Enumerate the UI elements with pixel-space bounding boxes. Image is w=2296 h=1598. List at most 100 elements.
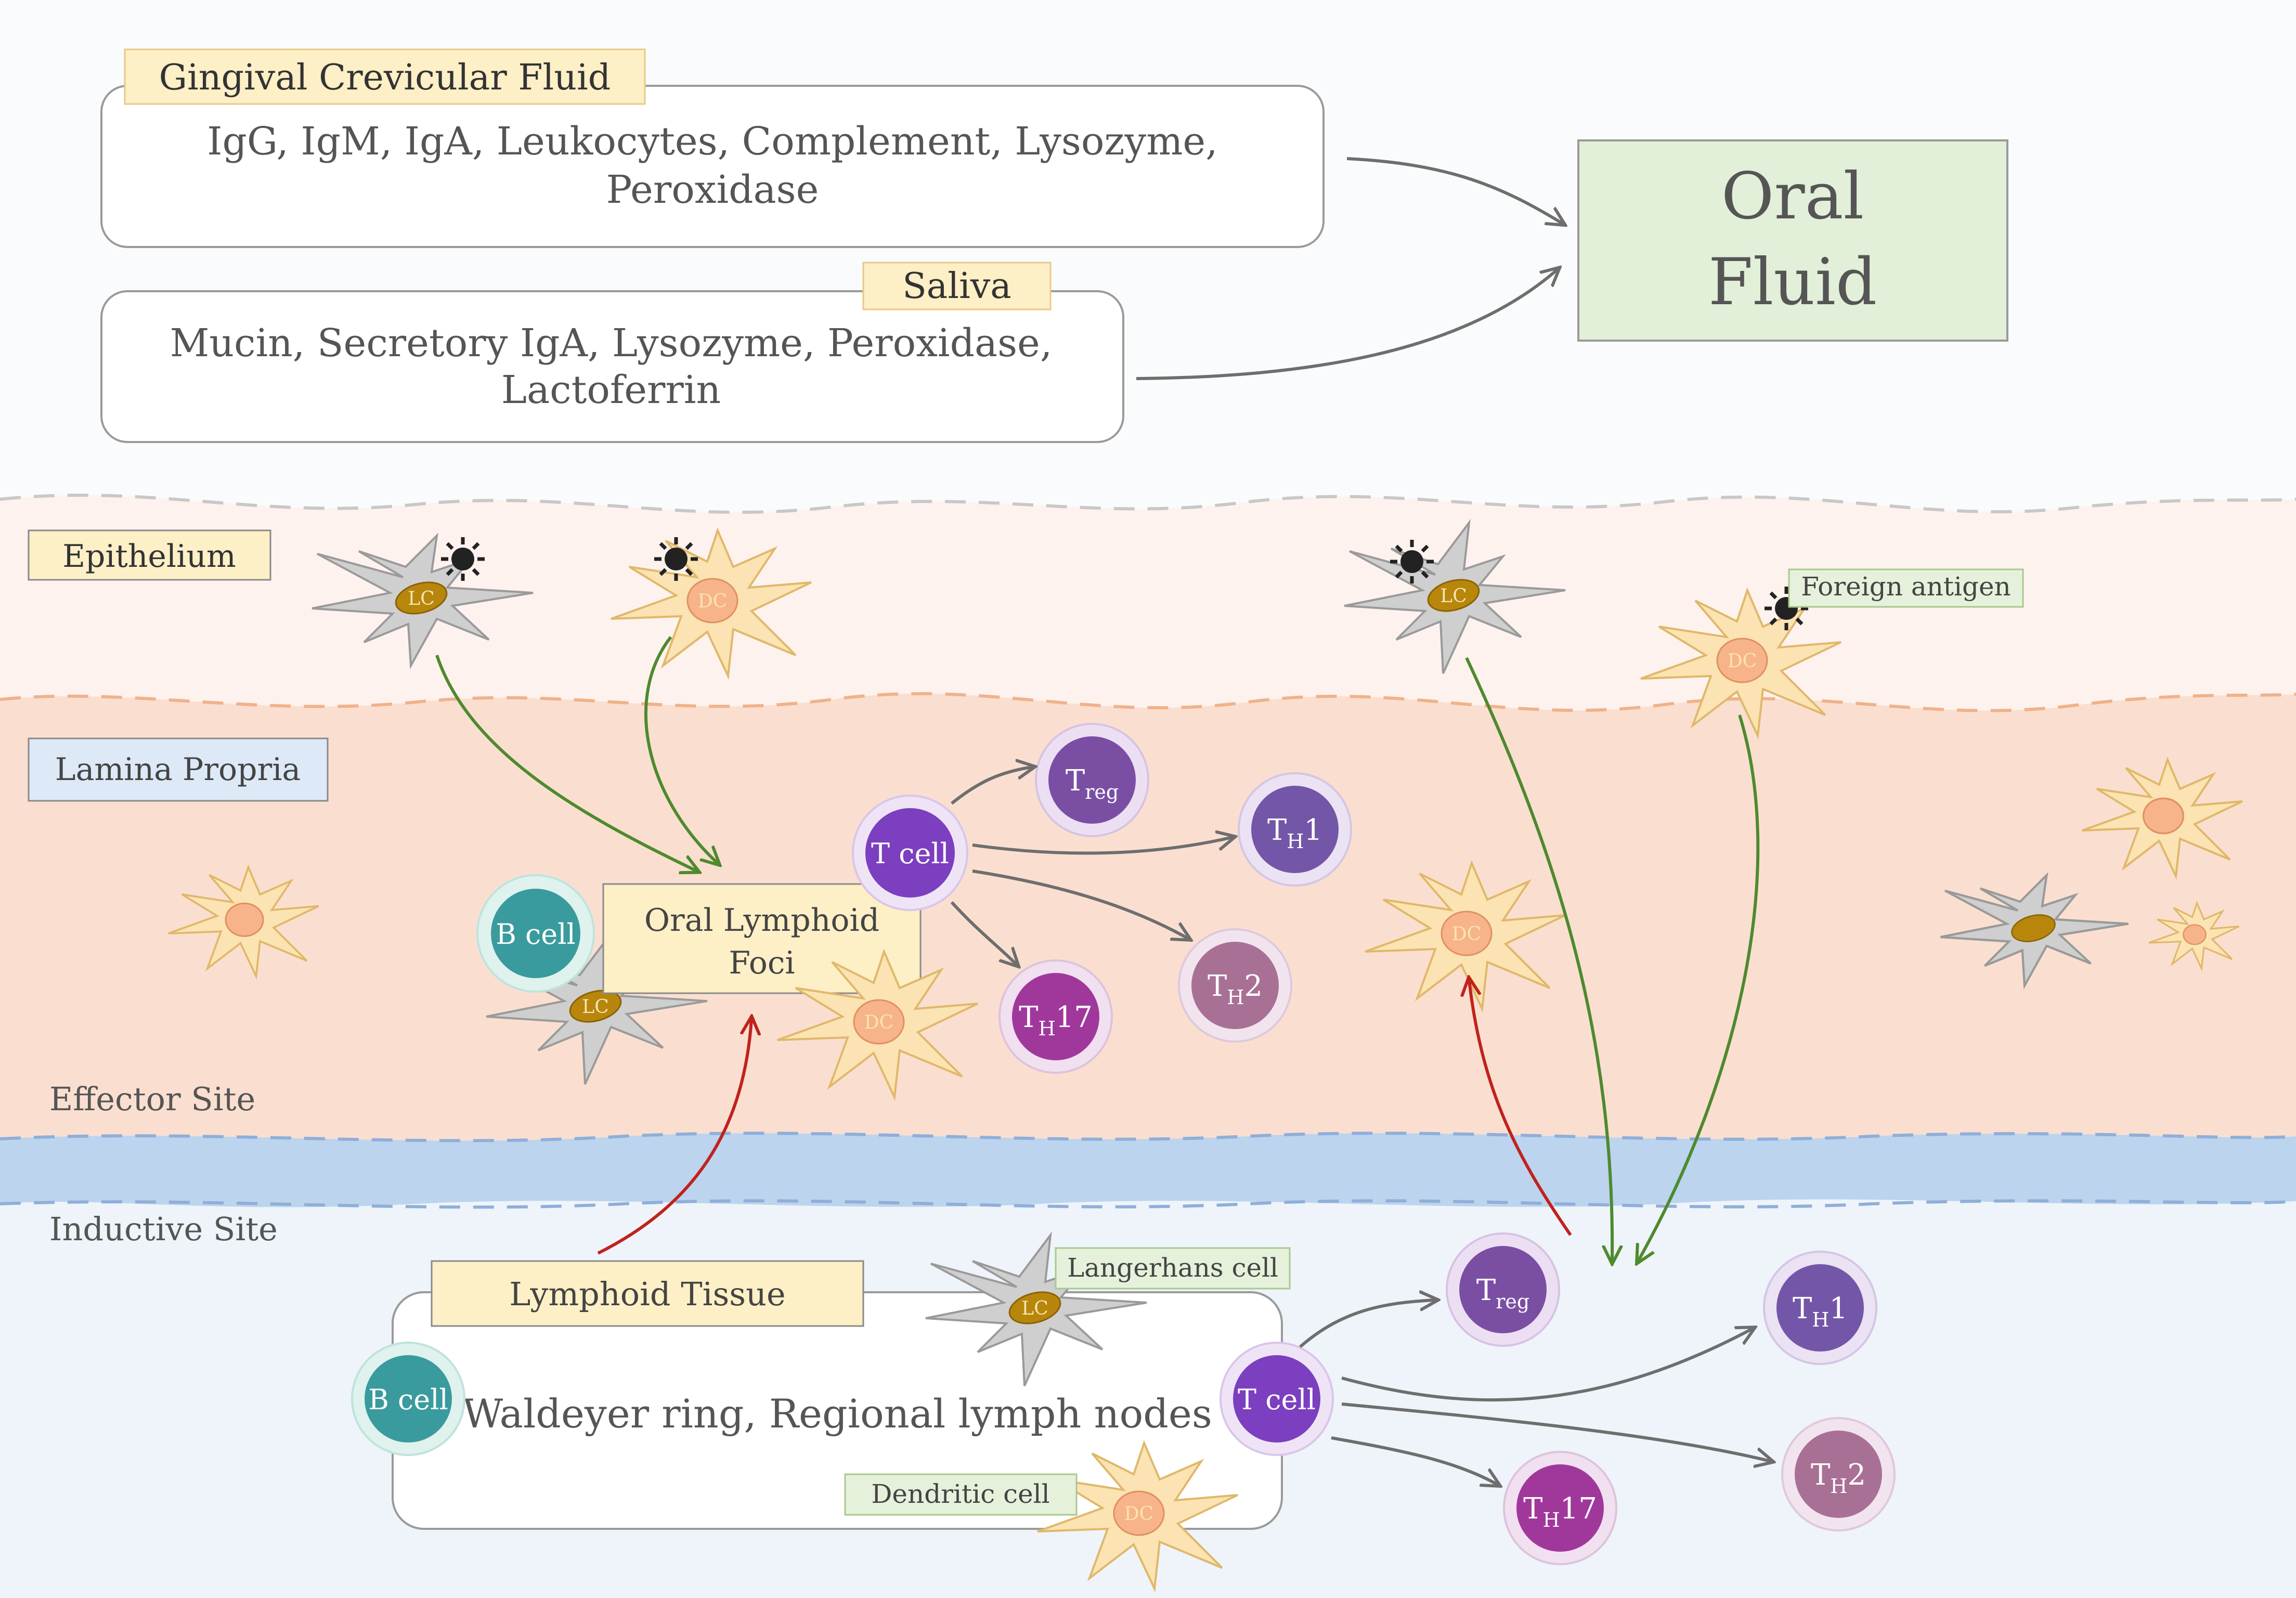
lc-cell-bg xyxy=(1940,872,2129,990)
inductive-site: Lymphoid Tissue Waldeyer ring, Regional … xyxy=(351,1231,1896,1593)
tcell-to-th17-arrow xyxy=(950,901,1017,965)
th17-cell-inductive: TH17 xyxy=(1503,1451,1617,1565)
t-cell-label: T cell xyxy=(1238,1383,1316,1416)
itcell-to-treg-arrow xyxy=(1299,1300,1435,1348)
th17-main: T xyxy=(1019,1001,1038,1034)
t-cell-label: T cell xyxy=(871,837,949,870)
langerhans-cell-label: Langerhans cell xyxy=(1067,1253,1278,1283)
langerhans-cell-label-box xyxy=(1055,1247,1291,1290)
dc-label: DC xyxy=(864,1012,893,1033)
treg-cell-effector: Treg xyxy=(1035,723,1149,837)
gcf-to-oral-arrow xyxy=(1346,157,1563,224)
lc-label: LC xyxy=(1021,1298,1048,1319)
th2-sub: H xyxy=(1830,1475,1847,1498)
migration-arrows xyxy=(435,636,1760,1261)
tcell-to-treg-arrow xyxy=(951,767,1032,805)
inductive-site-label: Inductive Site xyxy=(49,1210,278,1248)
saliva-label: Saliva xyxy=(902,266,1011,307)
treg-sub: reg xyxy=(1085,781,1119,803)
th17-cell-effector: TH17 xyxy=(998,959,1113,1074)
foreign-antigen-label-box xyxy=(1788,568,2024,608)
t-cell-inductive: T cell xyxy=(1220,1342,1334,1456)
dc-cell-foci: DC xyxy=(777,949,978,1101)
oral-fluid-line1: Oral xyxy=(1721,159,1864,234)
oral-fluid-line2: Fluid xyxy=(1708,245,1877,320)
dc-cell-epi-1: DC xyxy=(611,527,812,680)
oral-fluid-box xyxy=(1577,139,2008,342)
gcf-box xyxy=(100,85,1325,248)
t-cell-effector: T cell xyxy=(852,795,968,911)
lc-cell-epi-2: LC xyxy=(1344,518,1566,674)
lc-label: LC xyxy=(1440,586,1467,607)
dc-cell-epi-2: DC xyxy=(1640,587,1841,740)
dc-label: DC xyxy=(1452,924,1481,945)
saliva-text-line1: Mucin, Secretory IgA, Lysozyme, Peroxida… xyxy=(170,321,1053,366)
saliva-label-box xyxy=(862,262,1052,310)
treg-main: T xyxy=(1476,1274,1496,1307)
b-cell-label: B cell xyxy=(496,918,576,951)
th1-main: T xyxy=(1267,813,1287,847)
th2-sub: H xyxy=(1227,986,1244,1009)
th17-tail: 17 xyxy=(1056,1001,1093,1034)
lc-label: LC xyxy=(408,588,434,609)
saliva-text-line2: Lactoferrin xyxy=(501,368,721,412)
effector-site: DC LC Oral Lymphoid Foci DC B cell T cel… xyxy=(168,723,2243,1101)
th2-tail: 2 xyxy=(1847,1458,1866,1492)
lymphoid-tissue-label-box xyxy=(431,1260,864,1327)
lymphoid-tissue-text: Waldeyer ring, Regional lymph nodes xyxy=(462,1391,1212,1437)
th1-cell-inductive: TH1 xyxy=(1763,1251,1877,1365)
foreign-antigen-label: Foreign antigen xyxy=(1801,571,2011,602)
tcell-to-th2-arrow xyxy=(972,869,1188,939)
gcf-text-line1: IgG, IgM, IgA, Leukocytes, Complement, L… xyxy=(207,119,1217,164)
antigen-icon xyxy=(441,537,485,581)
svg-text:TH1: TH1 xyxy=(1793,1292,1848,1331)
th17-tail: 17 xyxy=(1560,1492,1597,1526)
th2-cell-effector: TH2 xyxy=(1178,928,1292,1043)
dc-to-inductive-arrow xyxy=(1638,714,1760,1261)
svg-text:TH2: TH2 xyxy=(1811,1458,1866,1498)
dc-cell-bg xyxy=(168,864,319,980)
dendritic-cell-label: Dendritic cell xyxy=(871,1479,1049,1509)
dc-cell-bg xyxy=(2082,757,2243,880)
treg-main: T xyxy=(1066,764,1085,798)
dc-to-foci-arrow xyxy=(644,636,718,863)
gcf-text-line2: Peroxidase xyxy=(606,167,819,212)
th2-main: T xyxy=(1208,969,1227,1003)
lc-to-inductive-arrow xyxy=(1465,657,1612,1261)
lc-label: LC xyxy=(582,996,608,1018)
layer-labels: Epithelium Lamina Propria Effector Site … xyxy=(28,529,329,1248)
th17-main: T xyxy=(1523,1492,1542,1526)
th2-tail: 2 xyxy=(1244,969,1263,1003)
langerhans-cell-inductive: LC xyxy=(925,1231,1147,1386)
oral-lymphoid-foci-line2: Foci xyxy=(729,945,795,981)
lc-cell-epi-1: LC xyxy=(312,532,534,669)
th17-sub: H xyxy=(1038,1017,1055,1040)
saliva-to-oral-arrow xyxy=(1136,269,1558,380)
itcell-to-th1-arrow xyxy=(1341,1329,1753,1402)
svg-text:Treg: Treg xyxy=(1476,1274,1529,1313)
dc-label: DC xyxy=(1728,651,1757,672)
lc-cell-foci: LC xyxy=(486,929,708,1085)
th1-cell-effector: TH1 xyxy=(1238,772,1352,887)
b-cell-label: B cell xyxy=(368,1383,448,1416)
lamina-propria-label: Lamina Propria xyxy=(55,751,301,788)
gcf-label-box xyxy=(124,48,646,105)
b-cell-inductive: B cell xyxy=(351,1342,465,1456)
lc-to-foci-arrow xyxy=(435,655,697,871)
inductive-to-dc-red-arrow xyxy=(1469,980,1572,1236)
svg-text:TH2: TH2 xyxy=(1208,969,1263,1009)
saliva-box xyxy=(100,290,1124,443)
th1-sub: H xyxy=(1287,830,1304,853)
dendritic-cell-label-box xyxy=(844,1473,1078,1516)
th1-tail: 1 xyxy=(1304,813,1322,847)
lymphoid-tissue-label: Lymphoid Tissue xyxy=(509,1275,786,1313)
dc-label: DC xyxy=(1124,1503,1153,1525)
th2-main: T xyxy=(1811,1458,1830,1492)
treg-cell-inductive: Treg xyxy=(1446,1232,1560,1347)
oral-lymphoid-foci-box xyxy=(602,883,922,994)
svg-text:Treg: Treg xyxy=(1066,764,1119,803)
itcell-to-th2-arrow xyxy=(1341,1402,1771,1461)
th1-sub: H xyxy=(1812,1308,1829,1331)
svg-text:TH1: TH1 xyxy=(1267,813,1322,853)
